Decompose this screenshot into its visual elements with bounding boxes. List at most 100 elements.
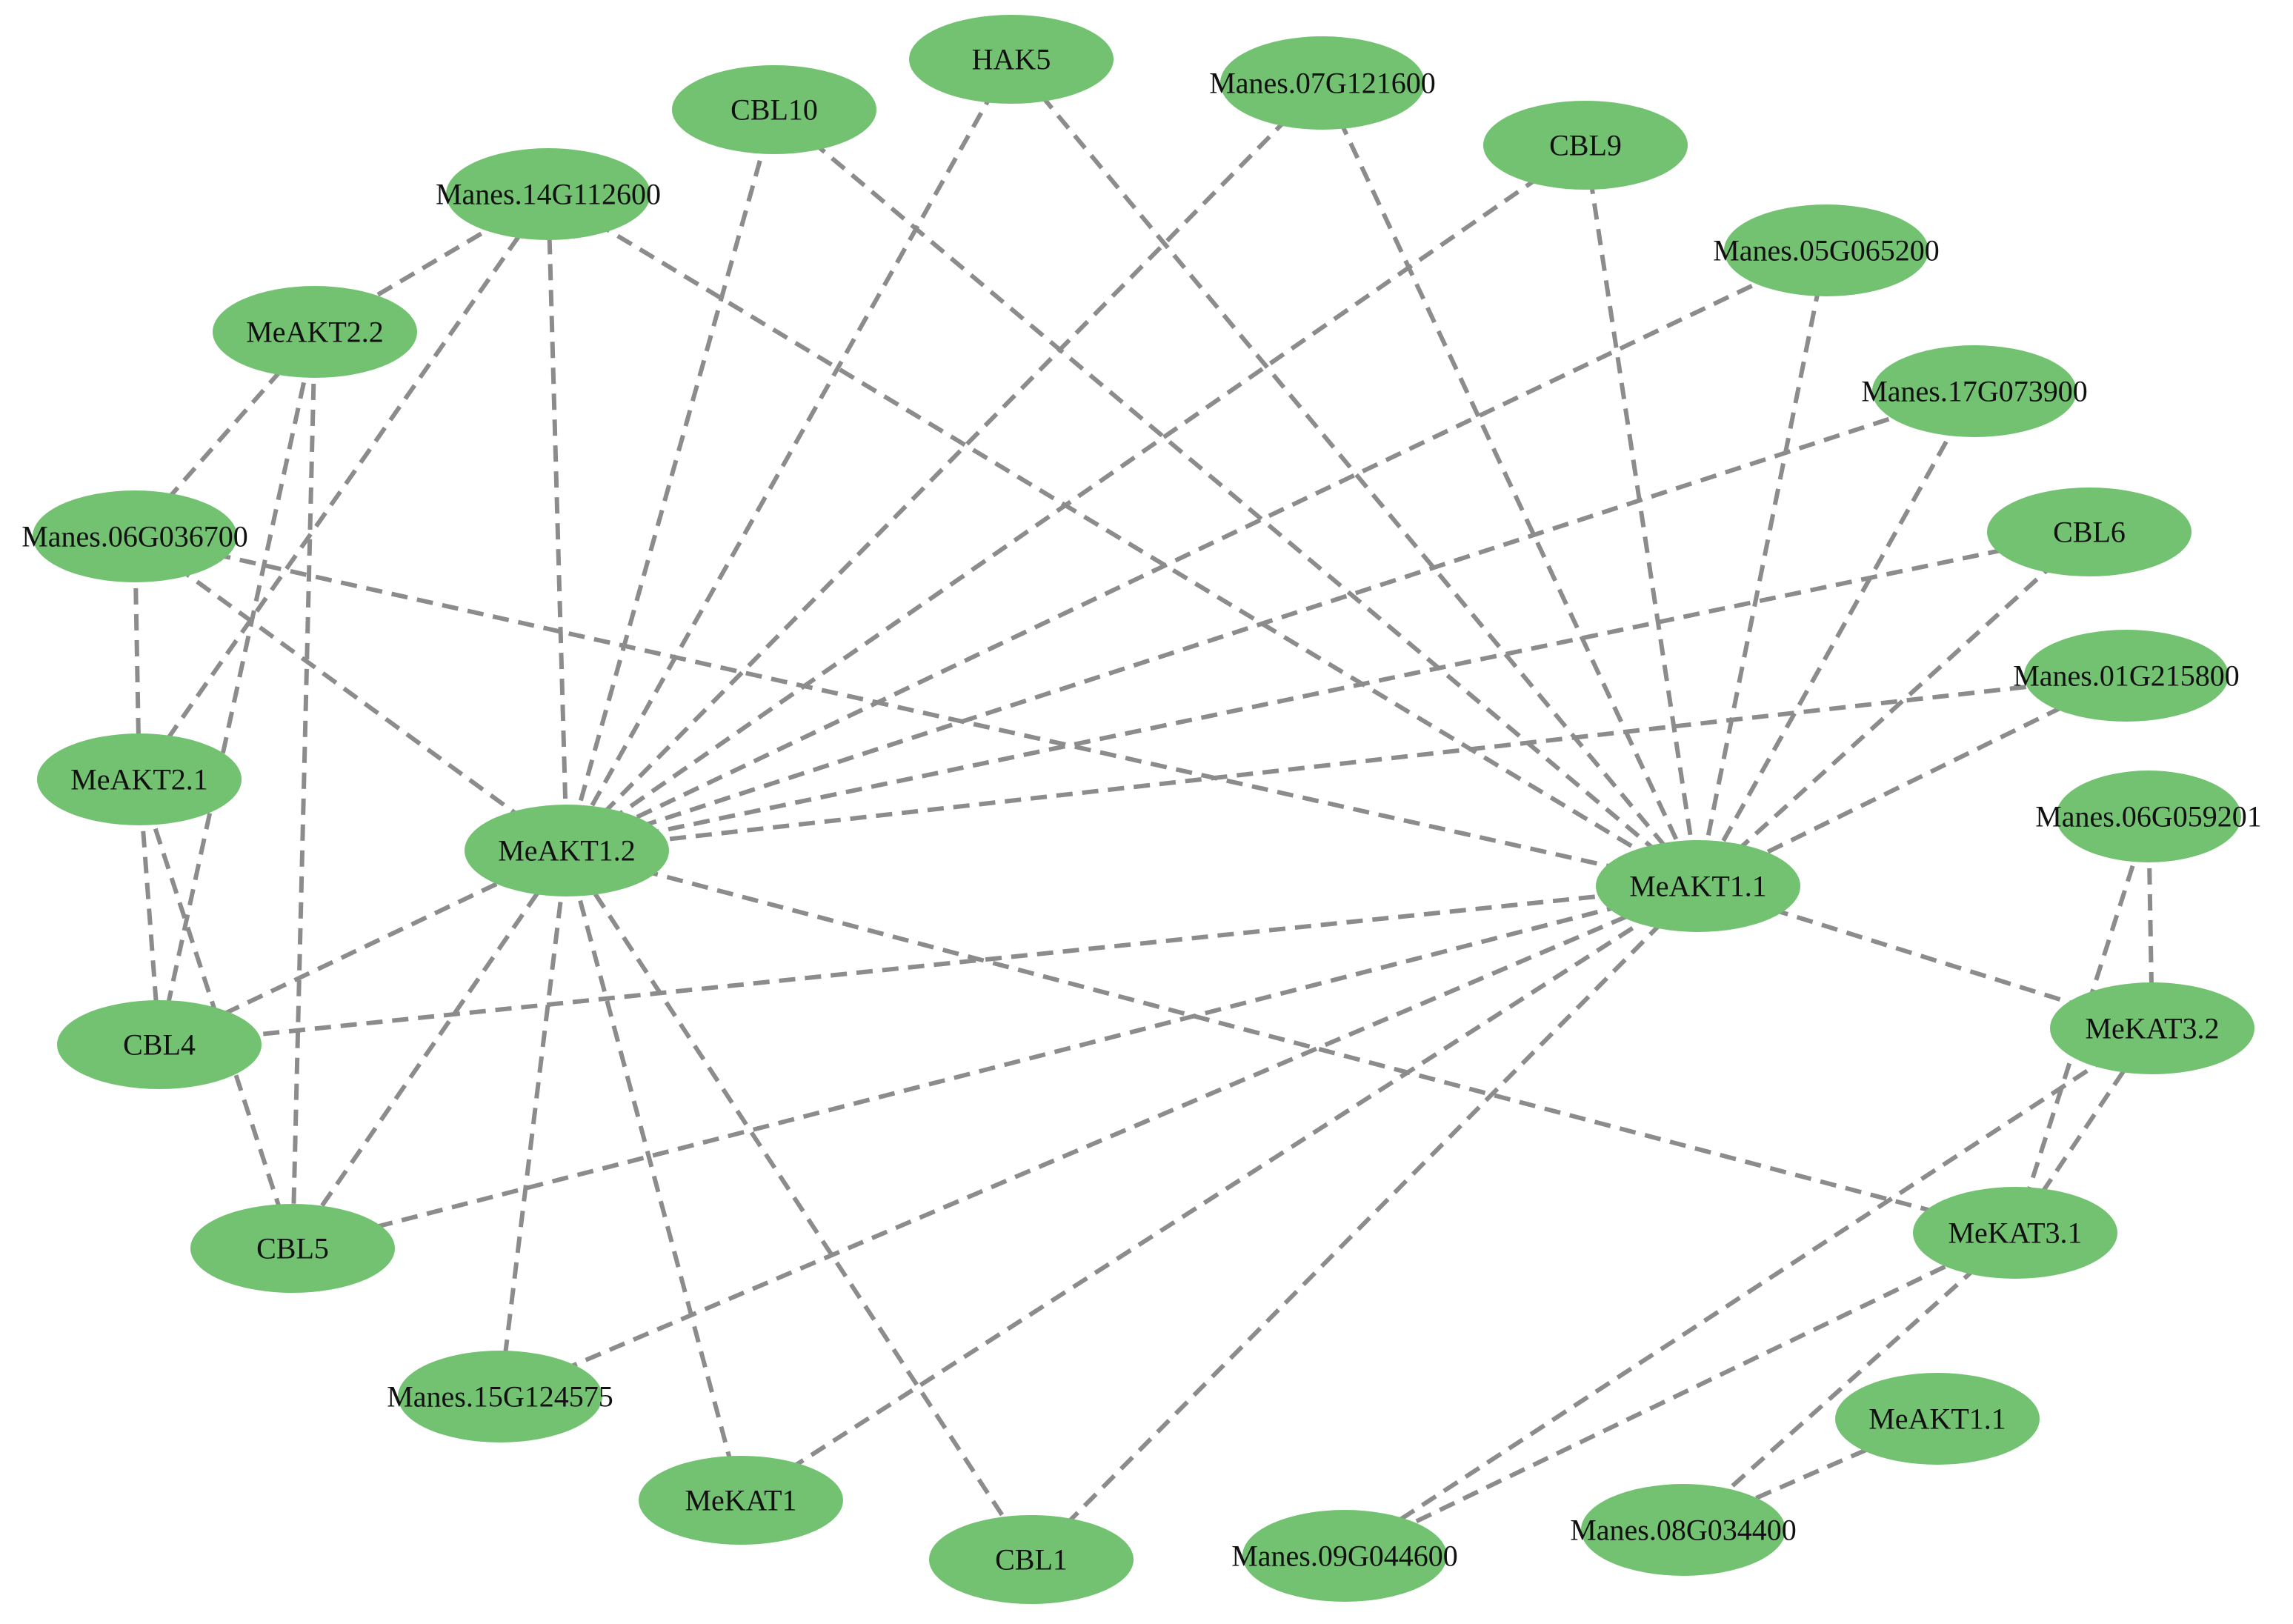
edge-meakt12-m15g124575 <box>498 850 569 1397</box>
node-cbl4[interactable]: CBL4 <box>57 1000 262 1089</box>
node-label: CBL4 <box>123 1028 196 1062</box>
node-meakt12[interactable]: MeAKT1.2 <box>465 805 669 896</box>
edge-m14g112600-meakt21 <box>137 193 550 781</box>
node-hak5[interactable]: HAK5 <box>909 15 1114 104</box>
node-ellipse <box>1872 345 2077 437</box>
node-label: Manes.17G073900 <box>1861 375 2088 408</box>
node-ellipse <box>190 1204 395 1293</box>
node-mekat31[interactable]: MeKAT3.1 <box>1913 1187 2117 1279</box>
node-m07g121600[interactable]: Manes.07G121600 <box>1209 36 1436 130</box>
node-m08g034400[interactable]: Manes.08G034400 <box>1570 1484 1797 1576</box>
node-label: Manes.14G112600 <box>436 178 661 211</box>
node-label: HAK5 <box>972 43 1051 76</box>
node-cbl6[interactable]: CBL6 <box>1987 487 2192 576</box>
edge-meakt11-cbl10 <box>773 107 1700 888</box>
node-ellipse <box>929 1515 1134 1604</box>
edge-meakt11-cbl4 <box>159 884 1699 1047</box>
node-label: CBL9 <box>1549 129 1622 162</box>
node-m17g073900[interactable]: Manes.17G073900 <box>1861 345 2088 437</box>
node-label: MeKAT3.1 <box>1948 1217 2082 1250</box>
node-label: Manes.09G044600 <box>1231 1540 1458 1573</box>
edge-meakt22-cbl4 <box>157 331 317 1045</box>
node-label: MeAKT1.1 <box>1868 1402 2006 1436</box>
node-label: Manes.07G121600 <box>1209 67 1436 100</box>
node-ellipse <box>1242 1510 1447 1602</box>
edge-meakt11-cbl6 <box>1696 530 2091 888</box>
edge-meakt11-m17g073900 <box>1696 390 1977 888</box>
node-meakt22[interactable]: MeAKT2.2 <box>213 286 417 378</box>
node-m06g059201[interactable]: Manes.06G059201 <box>2035 771 2262 862</box>
node-m14g112600[interactable]: Manes.14G112600 <box>436 148 661 240</box>
node-ellipse <box>1220 36 1425 130</box>
edge-meakt11-cbl5 <box>292 884 1699 1251</box>
node-meakt11b[interactable]: MeAKT1.1 <box>1835 1373 2040 1465</box>
edge-meakt11-m07g121600 <box>1320 81 1700 888</box>
edge-meakt12-cbl6 <box>566 530 2090 853</box>
edge-meakt11-m15g124575 <box>499 884 1700 1399</box>
node-label: Manes.05G065200 <box>1713 234 1940 267</box>
edge-meakt22-cbl5 <box>290 331 317 1249</box>
edge-meakt12-mekat31 <box>566 848 2016 1235</box>
node-cbl1[interactable]: CBL1 <box>929 1515 1134 1604</box>
node-m01g215800[interactable]: Manes.01G215800 <box>2013 630 2240 722</box>
node-ellipse <box>1913 1187 2117 1279</box>
node-ellipse <box>672 65 876 154</box>
edge-meakt12-hak5 <box>565 58 1014 852</box>
node-ellipse <box>2050 982 2254 1074</box>
node-ellipse <box>213 286 417 378</box>
node-label: MeAKT2.1 <box>70 763 208 796</box>
edge-mekat31-m09g044600 <box>1343 1231 2017 1558</box>
edge-meakt12-mekat1 <box>565 850 743 1501</box>
node-ellipse <box>37 733 242 825</box>
edge-meakt12-cbl5 <box>290 849 569 1250</box>
node-m06g036700[interactable]: Manes.06G036700 <box>21 490 248 582</box>
edge-meakt22-m06g036700 <box>133 330 317 538</box>
edge-m14g112600-meakt22 <box>313 192 550 334</box>
edge-meakt12-m06g036700 <box>133 534 568 853</box>
node-ellipse <box>1987 487 2192 576</box>
node-label: Manes.01G215800 <box>2013 659 2240 693</box>
node-m15g124575[interactable]: Manes.15G124575 <box>387 1351 613 1442</box>
node-cbl10[interactable]: CBL10 <box>672 65 876 154</box>
node-label: CBL6 <box>2053 516 2126 549</box>
node-label: MeKAT1 <box>685 1484 796 1517</box>
node-label: Manes.06G059201 <box>2035 800 2262 833</box>
edge-layer <box>133 58 2154 1562</box>
edge-meakt12-m14g112600 <box>546 193 569 851</box>
edge-meakt11b-m08g034400 <box>1682 1417 1939 1532</box>
node-label: MeAKT1.1 <box>1629 870 1767 903</box>
node-cbl5[interactable]: CBL5 <box>190 1204 395 1293</box>
node-ellipse <box>33 490 237 582</box>
edge-mekat31-m08g034400 <box>1681 1231 2017 1532</box>
node-label: Manes.06G036700 <box>21 520 248 553</box>
edge-meakt12-m07g121600 <box>565 81 1325 853</box>
node-ellipse <box>57 1000 262 1089</box>
node-label: MeKAT3.2 <box>2085 1012 2219 1045</box>
node-label: Manes.15G124575 <box>387 1380 613 1414</box>
node-mekat32[interactable]: MeKAT3.2 <box>2050 982 2254 1074</box>
node-cbl9[interactable]: CBL9 <box>1483 101 1688 190</box>
edge-meakt12-m17g073900 <box>566 389 1975 853</box>
node-meakt21[interactable]: MeAKT2.1 <box>37 733 242 825</box>
node-m09g044600[interactable]: Manes.09G044600 <box>1231 1510 1458 1602</box>
edge-meakt11-m06g036700 <box>134 534 1699 888</box>
node-meakt11[interactable]: MeAKT1.1 <box>1596 840 1800 932</box>
node-ellipse <box>446 148 650 240</box>
node-ellipse <box>1483 101 1688 190</box>
edge-meakt11-m05g065200 <box>1696 250 1828 887</box>
node-ellipse <box>1596 840 1800 932</box>
node-m05g065200[interactable]: Manes.05G065200 <box>1713 204 1940 296</box>
edge-meakt11-m14g112600 <box>547 192 1700 888</box>
node-label: CBL1 <box>995 1543 1068 1577</box>
node-label: Manes.08G034400 <box>1570 1514 1797 1547</box>
edge-meakt11-mekat1 <box>739 884 1700 1502</box>
node-mekat1[interactable]: MeKAT1 <box>639 1456 843 1545</box>
node-ellipse <box>398 1351 602 1442</box>
edge-mekat32-m09g044600 <box>1343 1026 2154 1558</box>
edge-meakt11-cbl1 <box>1029 884 1700 1562</box>
edge-meakt11-m01g215800 <box>1697 673 2128 888</box>
node-ellipse <box>2024 630 2229 722</box>
node-label: MeAKT2.2 <box>246 316 384 349</box>
